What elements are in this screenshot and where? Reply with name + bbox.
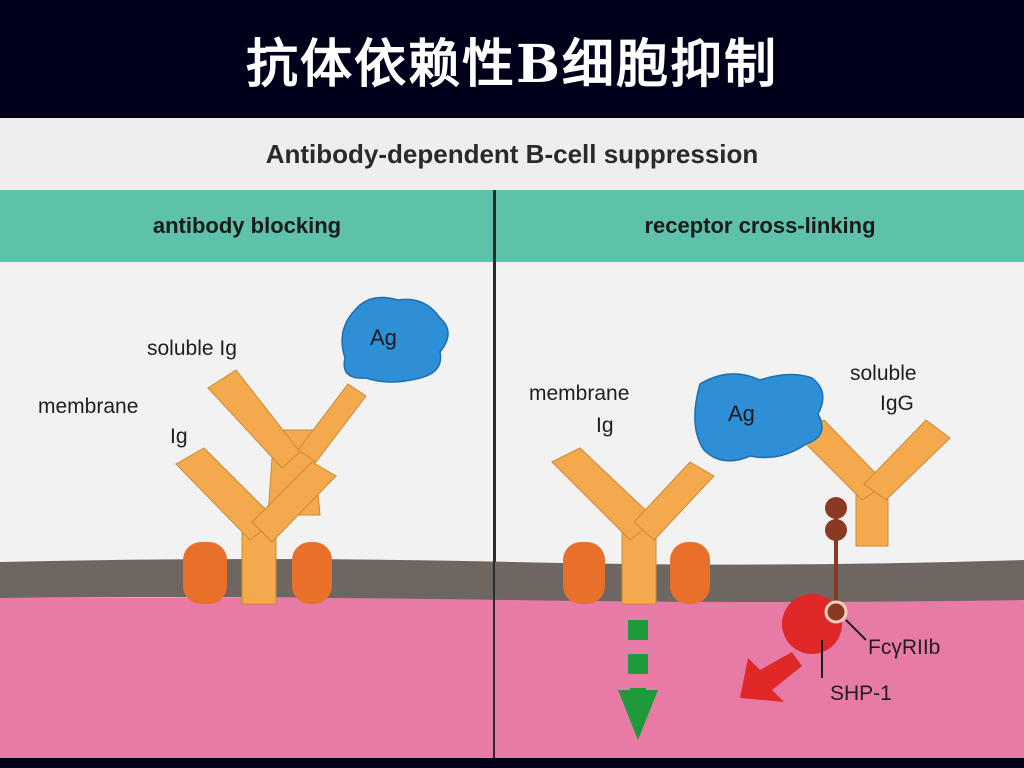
membrane-channel-right	[292, 542, 332, 604]
membrane-ig-antibody-2	[551, 447, 715, 605]
signal-dash-1	[628, 620, 648, 640]
figure-title: Antibody-dependent B-cell suppression	[0, 118, 1024, 190]
cytoplasm	[0, 598, 1024, 758]
slide-title: 抗体依赖性B细胞抑制	[0, 0, 1024, 118]
membrane-ig-label-right-line2: Ig	[596, 414, 614, 437]
signal-dash-2	[628, 654, 648, 674]
membrane-channel-left	[183, 542, 227, 604]
signal-arrow-stem	[630, 688, 646, 706]
diagram-canvas: Ag soluble Ig membrane Ig Ag membrane Ig…	[0, 190, 1024, 758]
shp1-label: SHP-1	[830, 682, 892, 705]
antibody-blocking-heading: antibody blocking	[0, 190, 494, 262]
fc-receptor-domain-2	[825, 519, 847, 541]
membrane-channel-left-2	[563, 542, 605, 604]
membrane-ig-label-right-line1: membrane	[529, 382, 629, 405]
fc-receptor-label: FcγRIIb	[868, 636, 940, 659]
antigen-label-right: Ag	[728, 401, 755, 426]
cell-membrane	[0, 559, 1024, 602]
antigen-right	[694, 373, 824, 462]
inhibition-arrow	[740, 652, 802, 702]
membrane-channel-right-2	[670, 542, 710, 604]
antigen-label-left: Ag	[370, 325, 397, 350]
receptor-cross-linking-heading: receptor cross-linking	[496, 190, 1024, 262]
soluble-igg-antibody	[795, 419, 951, 547]
soluble-ig-label: soluble Ig	[147, 337, 237, 360]
membrane-ig-label-line1: membrane	[38, 395, 138, 418]
bottom-bar	[0, 758, 1024, 768]
antigen-left	[341, 296, 449, 383]
fc-receptor-domain-1	[825, 497, 847, 519]
membrane-ig-label-line2: Ig	[170, 425, 188, 448]
soluble-igg-label-line2: IgG	[880, 392, 914, 415]
signal-arrowhead	[618, 690, 658, 740]
soluble-igg-label-line1: soluble	[850, 362, 917, 385]
fc-receptor-pointer	[845, 619, 867, 641]
membrane-ig-antibody	[175, 447, 337, 605]
fc-receptor-itim	[824, 600, 848, 624]
